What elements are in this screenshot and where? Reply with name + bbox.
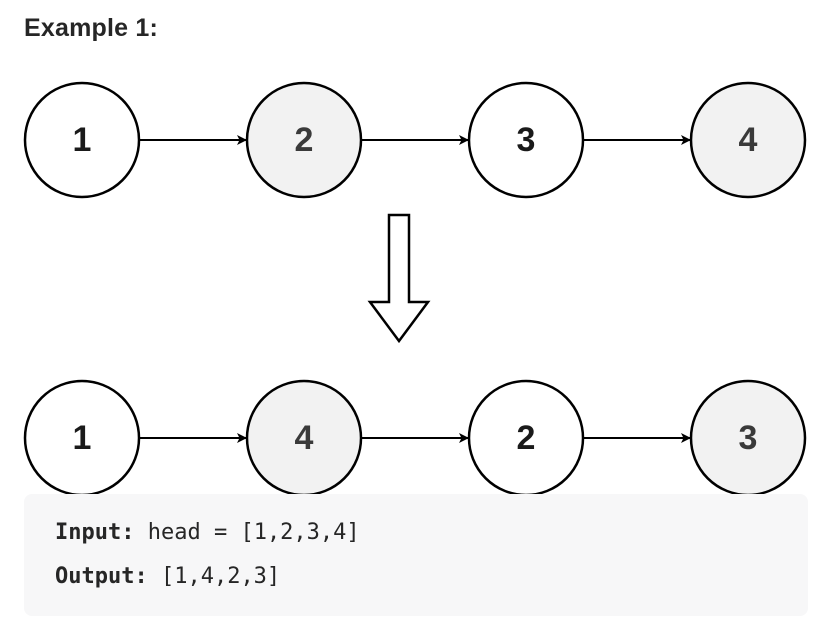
original-node-1 — [23, 81, 141, 199]
original-list: 1 2 3 4 — [23, 81, 807, 199]
swapped-node-2-label: 4 — [295, 419, 314, 457]
swapped-list: 1 4 2 3 — [23, 379, 807, 497]
transform-down-arrow-icon — [367, 213, 431, 344]
output-value: [1,4,2,3] — [160, 564, 281, 589]
swapped-node-1-label: 1 — [73, 419, 92, 457]
original-node-4-label: 4 — [739, 121, 758, 159]
swapped-node-4-label: 3 — [739, 419, 758, 457]
original-node-4 — [689, 81, 807, 199]
original-node-1-label: 1 — [73, 121, 92, 159]
original-node-3 — [467, 81, 585, 199]
original-node-2-label: 2 — [295, 121, 314, 159]
input-line: Input: head = [1,2,3,4] — [55, 520, 360, 545]
original-node-2 — [245, 81, 363, 199]
swapped-node-3-label: 2 — [517, 419, 536, 457]
output-label: Output: — [55, 564, 148, 589]
input-value: head = [1,2,3,4] — [147, 520, 360, 545]
original-node-3-label: 3 — [517, 121, 536, 159]
example-heading: Example 1: — [24, 14, 159, 42]
output-line: Output: [1,4,2,3] — [55, 564, 280, 589]
example-code-block: Input: head = [1,2,3,4] Output: [1,4,2,3… — [24, 494, 808, 616]
input-label: Input: — [55, 520, 135, 545]
